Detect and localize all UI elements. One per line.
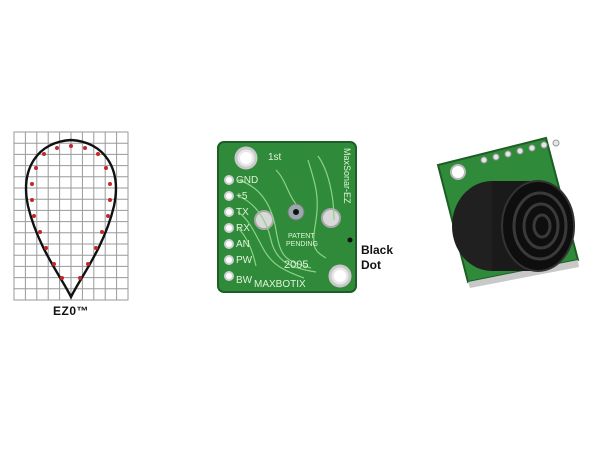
beam-pattern-graph [13, 131, 129, 301]
pin-label-5v: +5 [236, 191, 248, 202]
beam-pattern-panel: EZ0™ [10, 128, 132, 322]
pin-label-gnd: GND [236, 175, 258, 186]
black-dot [347, 237, 353, 243]
center-via-core [293, 209, 299, 215]
beam-dot [44, 246, 48, 250]
beam-dot [83, 146, 87, 150]
beam-dot [108, 198, 112, 202]
pcb-image: GND +5 TX RX AN PW BW 1st MaxSonar-EZ PA… [217, 141, 357, 293]
beam-dot [30, 182, 34, 186]
black-dot-callout: Black Dot [361, 243, 411, 273]
pin-label-tx: TX [236, 207, 249, 218]
silkscreen-pending: PENDING [286, 241, 318, 248]
sensor-image [436, 136, 580, 288]
pin-label-group: GND +5 TX RX AN PW BW [236, 175, 258, 286]
beam-dot [100, 230, 104, 234]
callout-line-2: Dot [361, 258, 381, 272]
mounting-hole-top-center [240, 152, 252, 164]
pad-right [321, 208, 341, 228]
beam-dot [32, 214, 36, 218]
beam-dot [86, 262, 90, 266]
pin-holes [224, 175, 234, 281]
beam-dot [108, 182, 112, 186]
beam-dot [34, 166, 38, 170]
pcb-back-view: GND +5 TX RX AN PW BW 1st MaxSonar-EZ PA… [216, 140, 361, 295]
silkscreen-patent: PATENT [288, 233, 315, 240]
pin-label-an: AN [236, 239, 250, 250]
silkscreen-brand: MAXBOTIX [254, 279, 306, 290]
silkscreen-1st: 1st [268, 152, 282, 163]
beam-dot [60, 276, 64, 280]
pcb-traces [237, 155, 335, 279]
beam-dot [52, 262, 56, 266]
beam-dot [38, 230, 42, 234]
beam-dot [42, 152, 46, 156]
beam-pattern-caption: EZ0™ [52, 304, 89, 318]
pin-label-rx: RX [236, 223, 250, 234]
beam-dot [30, 198, 34, 202]
sensor-photo [428, 130, 588, 290]
transducer-grille [512, 191, 568, 261]
silkscreen-year: 2005 [284, 259, 308, 271]
sensor-mount-hole [450, 164, 466, 180]
mounting-hole-bottom-center [334, 270, 346, 282]
sensor-header-pins [480, 139, 560, 164]
beam-dot [69, 144, 73, 148]
silkscreen-model: MaxSonar-EZ [342, 148, 352, 204]
pin-label-pw: PW [236, 255, 253, 266]
beam-dot [94, 246, 98, 250]
pin-label-bw: BW [236, 275, 253, 286]
beam-dot [96, 152, 100, 156]
beam-sample-dots [30, 144, 112, 280]
callout-line-1: Black [361, 243, 394, 257]
beam-dot [55, 146, 59, 150]
beam-dot [106, 214, 110, 218]
beam-outline [24, 138, 118, 300]
beam-dot [104, 166, 108, 170]
beam-dot [78, 276, 82, 280]
